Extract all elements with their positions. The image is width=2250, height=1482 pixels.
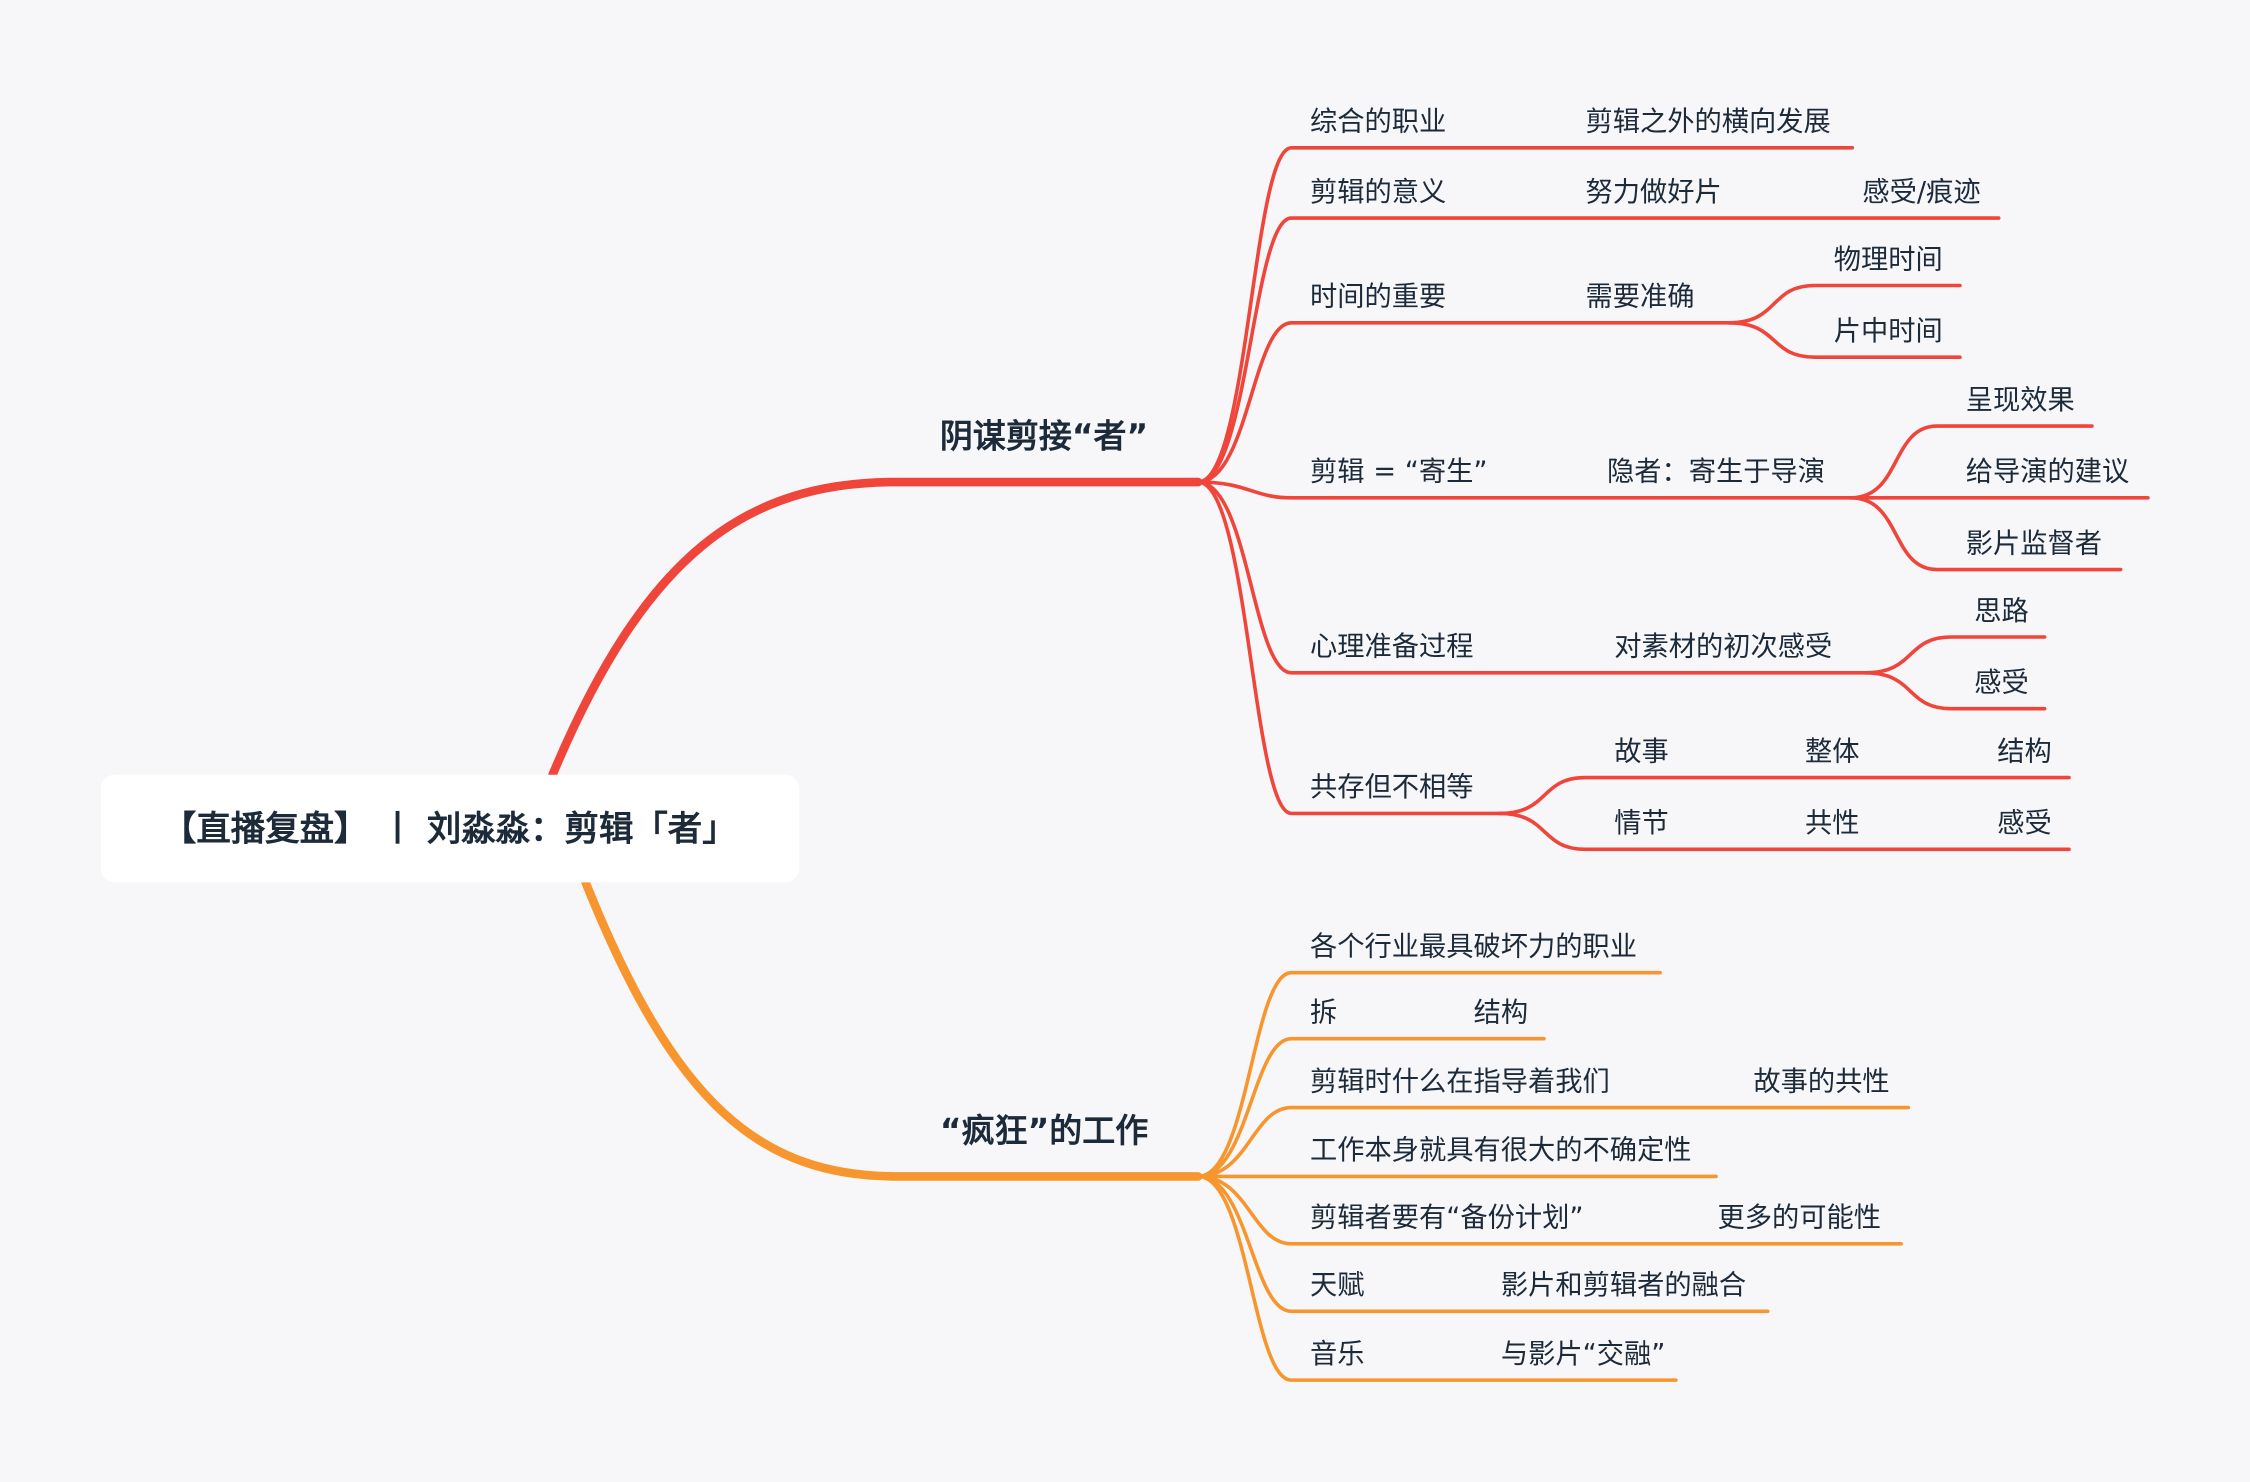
detail-label[interactable]: 影片和剪辑者的融合 <box>1501 1270 1746 1301</box>
main-branch-line <box>581 878 1203 1181</box>
main-topic[interactable]: 阴谋剪接“者” <box>940 417 1148 456</box>
connector-line <box>1497 811 2071 852</box>
connector-line <box>1196 480 1868 675</box>
detail-label[interactable]: 更多的可能性 <box>1718 1203 1882 1234</box>
subtopic-label[interactable]: 共存但不相等 <box>1310 772 1474 803</box>
subtopic-label[interactable]: 拆 <box>1310 997 1337 1028</box>
subtopic[interactable]: 剪辑时什么在指导着我们 故事的共性 <box>1196 1066 1911 1179</box>
subtopic-label[interactable]: 剪辑时什么在指导着我们 <box>1310 1066 1610 1097</box>
main-topic[interactable]: “疯狂”的工作 <box>940 1111 1148 1150</box>
subtopic-label[interactable]: 天赋 <box>1310 1270 1365 1301</box>
connector-line <box>1849 424 2094 500</box>
child-topic[interactable]: 故事 整体 结构 <box>1497 736 2071 816</box>
child-label[interactable]: 感受 <box>1997 808 2052 839</box>
child-topic[interactable]: 思路 <box>1863 596 2047 675</box>
main-branch-line <box>548 477 1203 780</box>
connector-line <box>1863 671 2047 711</box>
detail-label[interactable]: 感受/痕迹 <box>1862 177 1980 208</box>
subtopic-label[interactable]: 音乐 <box>1310 1339 1365 1370</box>
subtopic[interactable]: 拆 结构 <box>1196 997 1546 1179</box>
connector-line <box>1497 775 2071 816</box>
connector-line <box>1196 1036 1546 1179</box>
connector-line <box>1196 970 1662 1179</box>
connector-line <box>1196 1174 1770 1314</box>
subtopic[interactable]: 工作本身就具有很大的不确定性 <box>1196 1135 1718 1179</box>
child-label[interactable]: 片中时间 <box>1834 316 1943 347</box>
child-label[interactable]: 情节 <box>1614 808 1669 839</box>
child-topic[interactable]: 情节 共性 感受 <box>1497 808 2071 852</box>
subtopic-label[interactable]: 剪辑者要有“备份计划” <box>1310 1203 1583 1234</box>
connector-line <box>1196 480 1853 500</box>
child-topic[interactable]: 物理时间 <box>1727 244 1962 325</box>
detail-label[interactable]: 对素材的初次感受 <box>1614 632 1832 663</box>
connector-line <box>1196 1174 1678 1382</box>
child-label[interactable]: 感受 <box>1974 668 2029 699</box>
connector-line <box>1863 635 2047 675</box>
child-topic[interactable]: 影片监督者 <box>1849 496 2123 572</box>
subtopic-label[interactable]: 心理准备过程 <box>1310 632 1474 663</box>
child-label[interactable]: 物理时间 <box>1834 244 1943 275</box>
subtopic[interactable]: 剪辑者要有“备份计划” 更多的可能性 <box>1196 1174 1903 1246</box>
subtopic-label[interactable]: 剪辑的意义 <box>1310 177 1446 208</box>
subtopic-label[interactable]: 时间的重要 <box>1310 282 1446 313</box>
connector-line <box>1196 480 1502 816</box>
connector-line <box>1727 283 1962 325</box>
detail-label[interactable]: 结构 <box>1474 997 1529 1028</box>
subtopic[interactable]: 音乐 与影片“交融” <box>1196 1174 1678 1382</box>
subtopic-label[interactable]: 工作本身就具有很大的不确定性 <box>1310 1135 1692 1166</box>
child-label[interactable]: 呈现效果 <box>1966 385 2075 416</box>
subtopic-label[interactable]: 各个行业最具破坏力的职业 <box>1310 931 1637 962</box>
detail-label[interactable]: 努力做好片 <box>1586 177 1722 208</box>
child-label[interactable]: 整体 <box>1805 736 1860 767</box>
subtopic[interactable]: 综合的职业 剪辑之外的横向发展 <box>1196 107 1855 484</box>
subtopic-label[interactable]: 综合的职业 <box>1310 107 1446 138</box>
subtopic[interactable]: 天赋 影片和剪辑者的融合 <box>1196 1174 1770 1314</box>
child-label[interactable]: 结构 <box>1997 736 2052 767</box>
subtopic[interactable]: 各个行业最具破坏力的职业 <box>1196 931 1662 1179</box>
connector-line <box>1196 1174 1903 1246</box>
subtopic[interactable]: 剪辑的意义 努力做好片 感受/痕迹 <box>1196 177 2001 484</box>
root-box <box>100 774 800 883</box>
child-topic[interactable]: 给导演的建议 <box>1849 457 2150 500</box>
connector-line <box>1196 1105 1911 1179</box>
subtopic-label[interactable]: 剪辑 = “寄生” <box>1310 457 1487 488</box>
detail-label[interactable]: 故事的共性 <box>1753 1066 1889 1097</box>
connector-line <box>1196 145 1855 484</box>
connector-line <box>1196 216 2001 484</box>
child-topic[interactable]: 感受 <box>1863 668 2047 711</box>
detail-label[interactable]: 隐者：寄生于导演 <box>1607 457 1825 488</box>
child-label[interactable]: 共性 <box>1805 808 1860 839</box>
root-topic[interactable]: 【直播复盘】 丨 刘淼淼：剪辑「者」 <box>100 774 800 883</box>
child-label[interactable]: 思路 <box>1974 596 2029 627</box>
child-topic[interactable]: 呈现效果 <box>1849 385 2094 500</box>
detail-label[interactable]: 需要准确 <box>1586 282 1695 313</box>
child-label[interactable]: 故事 <box>1614 736 1669 767</box>
connector-line <box>1196 321 1738 484</box>
detail-label[interactable]: 与影片“交融” <box>1501 1339 1666 1370</box>
connector-line <box>1727 321 1962 360</box>
connector-line <box>1849 496 2123 572</box>
child-label[interactable]: 影片监督者 <box>1966 528 2102 559</box>
detail-label[interactable]: 剪辑之外的横向发展 <box>1586 107 1831 138</box>
child-topic[interactable]: 片中时间 <box>1727 316 1962 360</box>
root-title[interactable]: 【直播复盘】 丨 刘淼淼：剪辑「者」 <box>162 810 737 850</box>
child-label[interactable]: 给导演的建议 <box>1966 457 2130 488</box>
